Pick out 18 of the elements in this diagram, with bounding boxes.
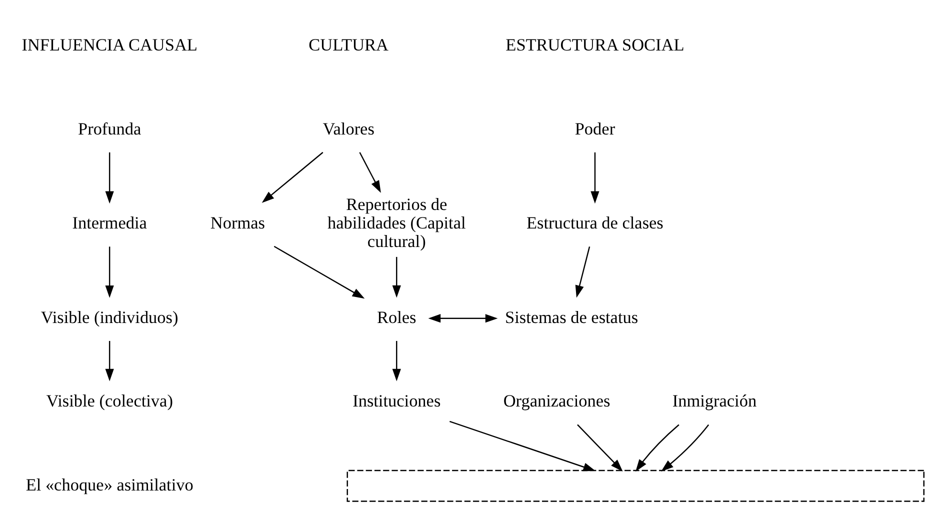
label: ESTRUCTURA SOCIAL xyxy=(505,36,684,55)
node-text: Roles xyxy=(376,308,416,327)
node-text: Estructura de clases xyxy=(526,214,663,233)
label: INFLUENCIA CAUSAL xyxy=(21,36,197,55)
node-text: Valores xyxy=(322,119,374,138)
label: El «choque» asimilativo xyxy=(25,475,193,494)
node-text: Normas xyxy=(210,214,264,233)
node-text: Repertorios de habilidades (Capital cultural) xyxy=(326,195,466,252)
node-text: Organizaciones xyxy=(502,392,610,411)
node-text: Intermedia xyxy=(72,214,146,233)
node-text: Sistemas de estatus xyxy=(504,308,638,327)
node-text: Profunda xyxy=(77,119,141,138)
node-text: Visible (colectiva) xyxy=(46,392,172,411)
label: CULTURA xyxy=(308,36,388,55)
node-text: Visible (individuos) xyxy=(40,308,178,327)
node-text: Inmigración xyxy=(672,392,756,411)
node-text: Instituciones xyxy=(352,392,440,411)
node-text: Poder xyxy=(574,119,615,138)
